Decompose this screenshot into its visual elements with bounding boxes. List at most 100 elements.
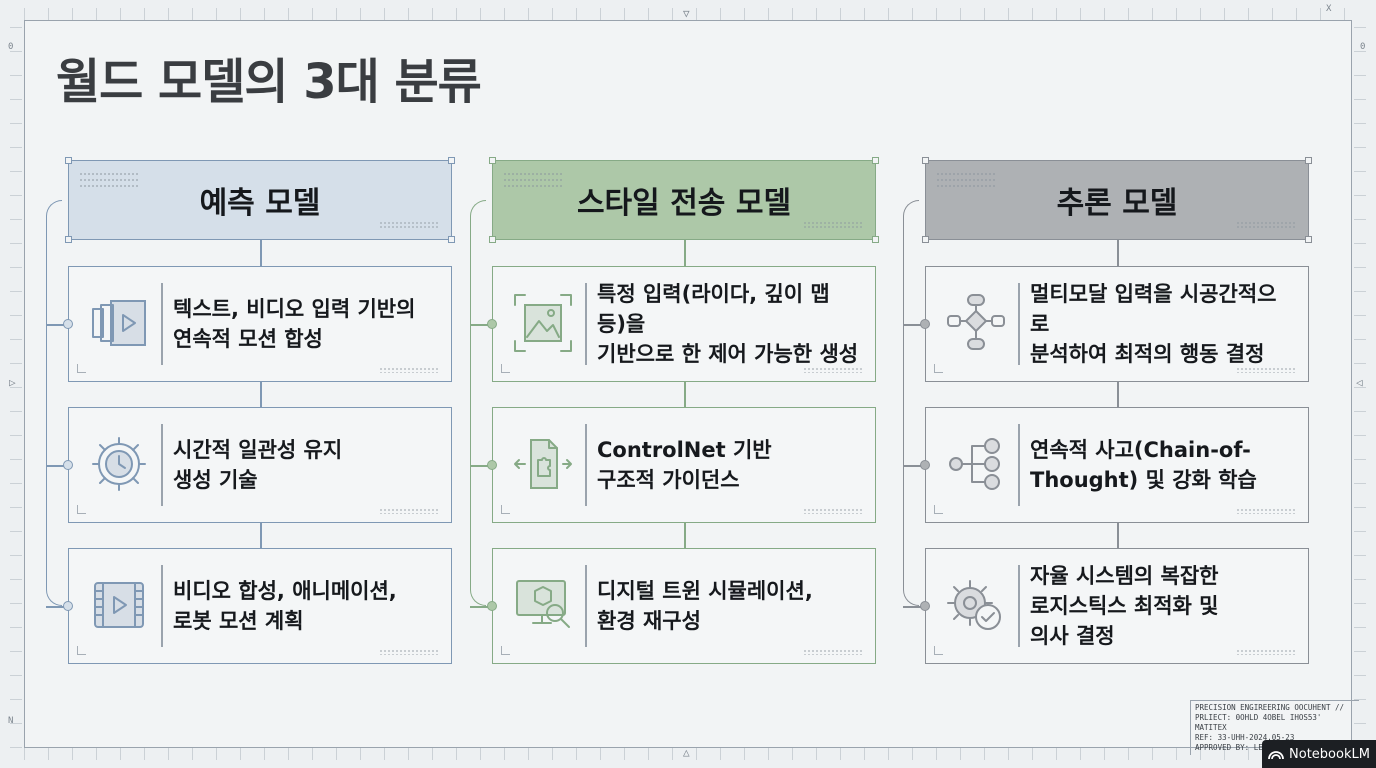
card-divider [161, 424, 163, 506]
connector-branch [470, 465, 492, 467]
classification-card: 디지털 트윈 시뮬레이션, 환경 재구성 [492, 548, 876, 664]
classification-card: 시간적 일관성 유지 생성 기술 [68, 407, 452, 523]
connector-spine [470, 200, 486, 606]
video-frames-icon [87, 291, 151, 355]
ruler-mark-top: ▽ [683, 7, 690, 20]
connector-stem [1117, 240, 1119, 266]
document-stamp: PRECISION ENGIREERING OOCUHENT // PRLIEC… [1190, 700, 1359, 755]
landscape-image-icon [511, 291, 575, 355]
corner-handle [448, 157, 455, 164]
card-text: 텍스트, 비디오 입력 기반의 연속적 모션 합성 [173, 297, 416, 351]
dot-pattern [803, 649, 863, 655]
card-text: 자율 시스템의 복잡한 로지스틱스 최적화 및 의사 결정 [1030, 564, 1219, 648]
card-divider [1018, 283, 1020, 365]
decision-flow-icon [944, 291, 1008, 355]
corner-handle [65, 236, 72, 243]
corner-mark [501, 505, 510, 514]
column-header-label: 추론 모델 [1056, 186, 1178, 221]
connector-node [63, 601, 73, 611]
ruler-bottom [24, 748, 1352, 760]
ruler-right [1354, 20, 1366, 748]
connector-stem [1117, 382, 1119, 407]
ruler-mark-bottom: △ [683, 746, 690, 759]
document-puzzle-icon [511, 432, 575, 496]
classification-card: 비디오 합성, 애니메이션, 로봇 모션 계획 [68, 548, 452, 664]
ruler-top [24, 8, 1352, 20]
connector-branch [903, 324, 925, 326]
gear-check-icon [944, 573, 1008, 637]
connector-node [63, 460, 73, 470]
dot-pattern [1236, 367, 1296, 373]
corner-mark [77, 646, 86, 655]
connector-branch [46, 324, 68, 326]
classification-card: 멀티모달 입력을 시공간적으로 분석하여 최적의 행동 결정 [925, 266, 1309, 382]
dot-pattern [379, 221, 439, 229]
connector-node [63, 319, 73, 329]
corner-mark [77, 505, 86, 514]
classification-card: 연속적 사고(Chain-of- Thought) 및 강화 학습 [925, 407, 1309, 523]
column-header-2: 스타일 전송 모델 [492, 160, 876, 240]
card-divider [161, 283, 163, 365]
dot-pattern [379, 367, 439, 373]
connector-branch [470, 324, 492, 326]
connector-spine [903, 200, 919, 606]
dot-pattern [379, 508, 439, 514]
ruler-left [10, 20, 22, 748]
card-divider [585, 283, 587, 365]
card-divider [585, 424, 587, 506]
corner-handle [448, 236, 455, 243]
stamp-line: PRECISION ENGIREERING OOCUHENT // [1195, 703, 1345, 712]
corner-handle [1305, 157, 1312, 164]
corner-mark [934, 646, 943, 655]
corner-mark [501, 364, 510, 373]
ruler-mark-zero-left: 0 [8, 42, 14, 52]
connector-node [920, 601, 930, 611]
connector-branch [470, 606, 492, 608]
connector-stem [260, 240, 262, 266]
corner-handle [922, 236, 929, 243]
corner-mark [934, 364, 943, 373]
card-divider [1018, 424, 1020, 506]
card-text: 연속적 사고(Chain-of- Thought) 및 강화 학습 [1030, 438, 1257, 492]
ruler-mark-x: X [1326, 4, 1332, 14]
connector-stem [684, 523, 686, 548]
corner-handle [1305, 236, 1312, 243]
stamp-line: REF: 33-UHH-2024.05-23 [1195, 733, 1295, 742]
ruler-mark-right: ◁ [1356, 376, 1363, 389]
card-text: 비디오 합성, 애니메이션, 로봇 모션 계획 [173, 579, 397, 633]
notebooklm-badge[interactable]: NotebookLM [1262, 740, 1376, 768]
card-text: 디지털 트윈 시뮬레이션, 환경 재구성 [597, 579, 813, 633]
connector-node [487, 601, 497, 611]
dot-pattern [1236, 221, 1296, 229]
page-title: 월드 모델의 3대 분류 [56, 54, 482, 110]
connector-node [487, 319, 497, 329]
connector-branch [46, 606, 68, 608]
connector-node [920, 460, 930, 470]
connector-node [487, 460, 497, 470]
monitor-magnifier-icon [511, 573, 575, 637]
classification-card: 특정 입력(라이다, 깊이 맵 등)을 기반으로 한 제어 가능한 생성 [492, 266, 876, 382]
connector-stem [684, 382, 686, 407]
column-header-label: 예측 모델 [199, 186, 321, 221]
brand-label: NotebookLM [1289, 746, 1370, 762]
connector-branch [903, 606, 925, 608]
corner-mark [501, 646, 510, 655]
stamp-line: PRLIECT: 0OHLD 4OBEL IHOS53' MATITEX [1195, 713, 1322, 732]
corner-handle [65, 157, 72, 164]
film-strip-play-icon [87, 573, 151, 637]
corner-handle [872, 236, 879, 243]
corner-handle [922, 157, 929, 164]
card-text: 멀티모달 입력을 시공간적으로 분석하여 최적의 행동 결정 [1030, 282, 1277, 366]
notebooklm-logo-icon [1268, 751, 1284, 760]
connector-stem [260, 523, 262, 548]
corner-handle [872, 157, 879, 164]
connector-stem [1117, 523, 1119, 548]
corner-handle [489, 236, 496, 243]
dot-pattern [503, 171, 563, 189]
classification-card: 텍스트, 비디오 입력 기반의 연속적 모션 합성 [68, 266, 452, 382]
ruler-mark-zero-right: 0 [1360, 42, 1366, 52]
connector-stem [260, 382, 262, 407]
connector-stem [684, 240, 686, 266]
stamp-line: APPROVED BY: LEAD ENGINEER [1195, 743, 1313, 752]
connector-node [920, 319, 930, 329]
